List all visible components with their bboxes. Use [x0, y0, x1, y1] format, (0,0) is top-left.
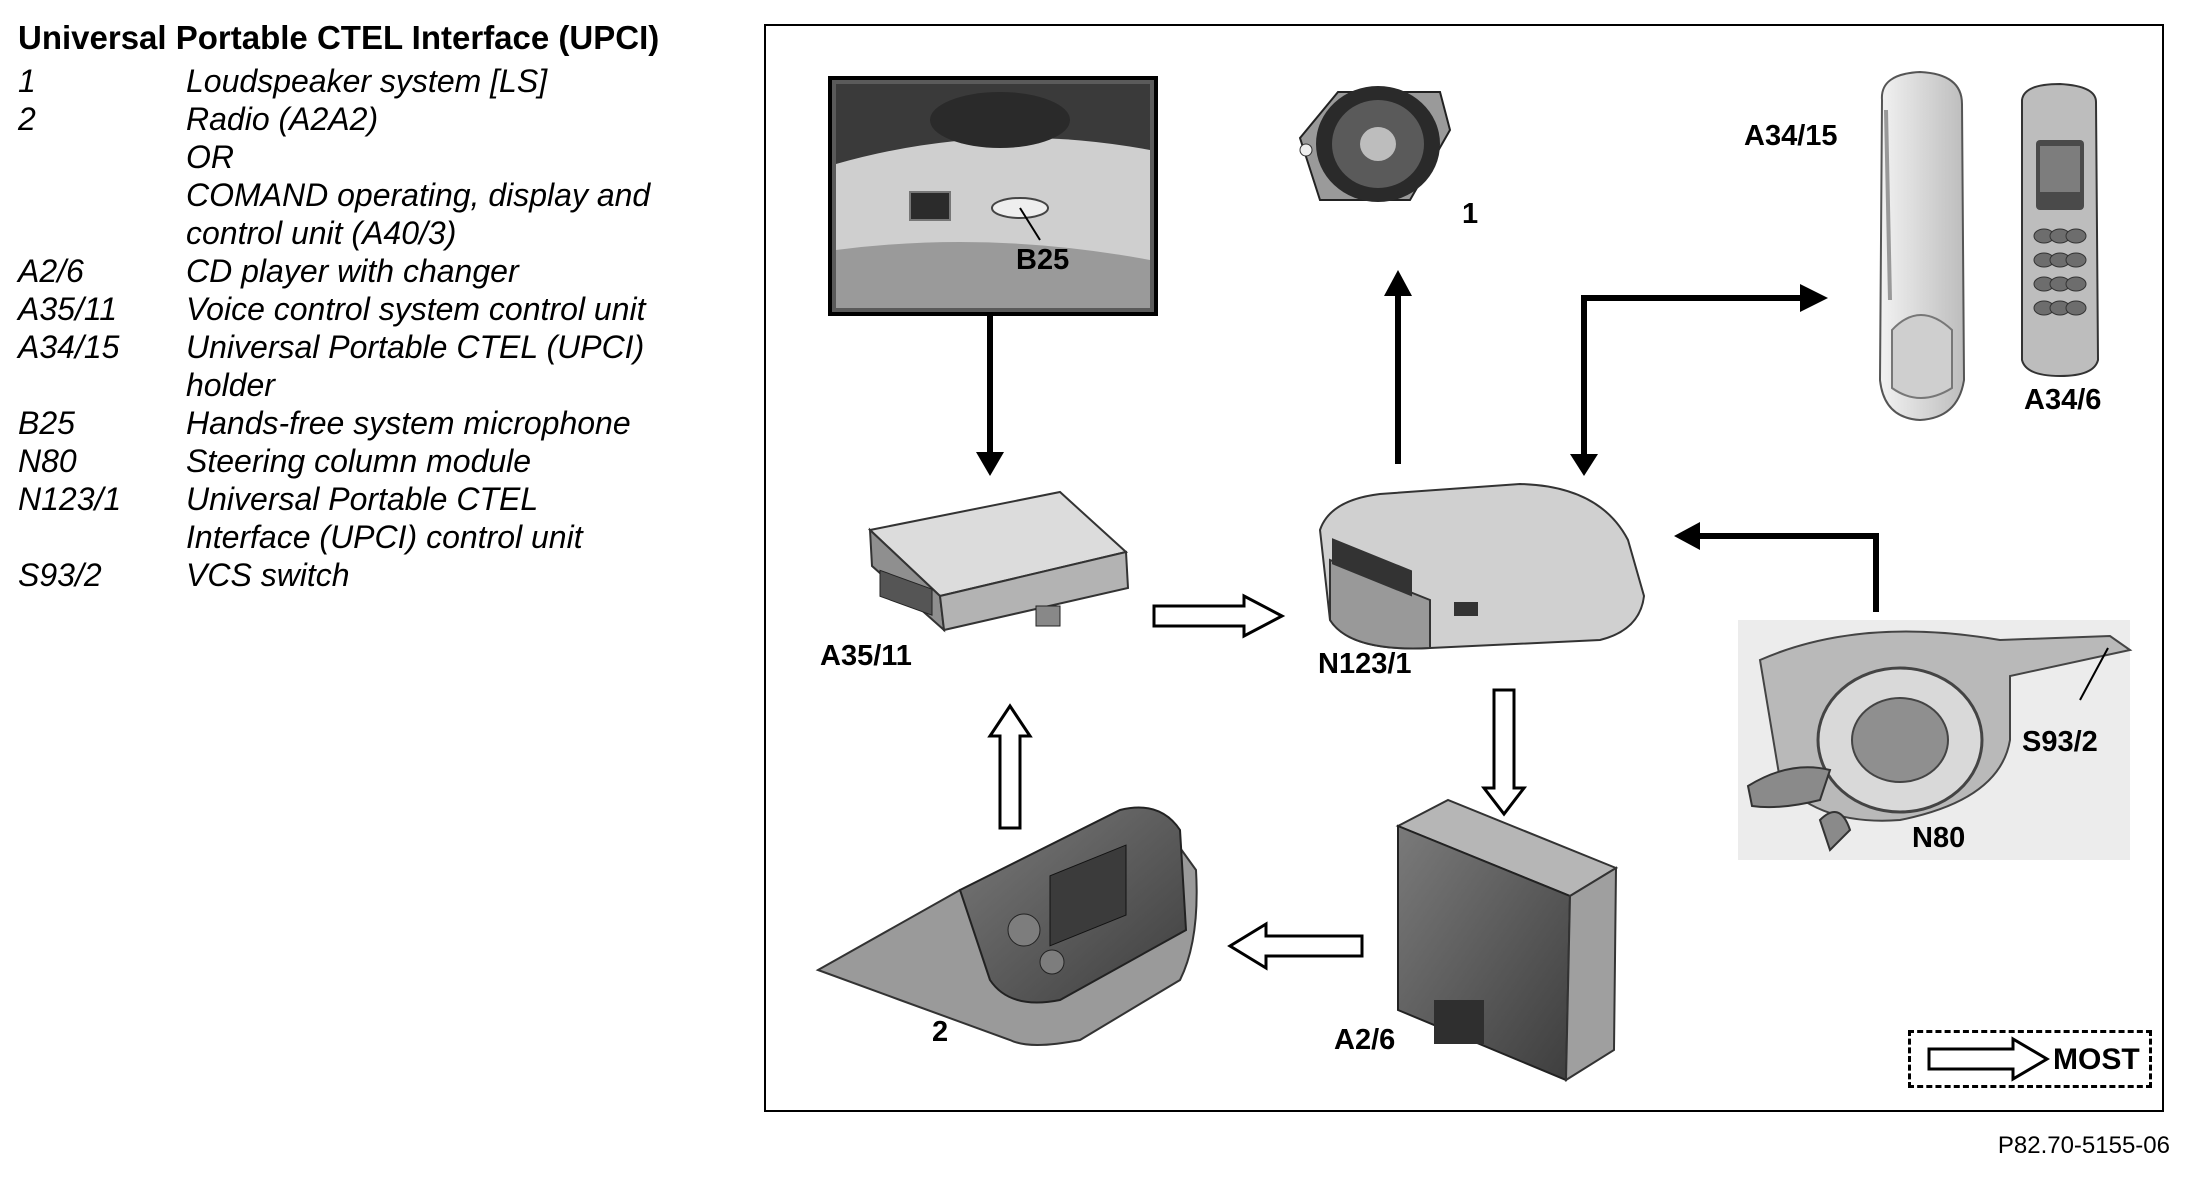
legend-desc-line: Steering column module [186, 443, 532, 479]
steering-column-module-icon [1738, 620, 2133, 860]
legend-desc-line: Hands-free system microphone [186, 405, 631, 441]
legend-desc-line: Loudspeaker system [LS] [186, 63, 548, 99]
legend-code: A35/11 [18, 291, 118, 327]
legend-desc-line: Universal Portable CTEL (UPCI) [186, 329, 645, 365]
legend-desc-line: control unit (A40/3) [186, 215, 457, 251]
legend-desc: Universal Portable CTEL (UPCI) holder [186, 328, 738, 404]
legend-desc: Hands-free system microphone [186, 404, 738, 442]
legend-desc: Steering column module [186, 442, 738, 480]
legend-code: S93/2 [18, 557, 102, 593]
legend-item-2: 2 Radio (A2A2) OR COMAND operating, disp… [18, 100, 738, 252]
most-arrow-a26-to-radio [1227, 921, 1364, 971]
legend-desc: Loudspeaker system [LS] [186, 62, 738, 100]
arrow-n123-to-holder [1581, 295, 1806, 460]
legend-item-a34-15: A34/15 Universal Portable CTEL (UPCI) ho… [18, 328, 738, 404]
most-arrow-n123-to-a26 [1480, 688, 1528, 817]
label-b25: B25 [1016, 244, 1070, 276]
legend-desc-line: Interface (UPCI) control unit [186, 519, 583, 555]
legend-title: Universal Portable CTEL Interface (UPCI) [18, 19, 660, 56]
most-legend-label: MOST [2053, 1043, 2140, 1076]
legend-desc-line: Radio (A2A2) [186, 101, 379, 137]
cd-changer-icon [1395, 798, 1619, 1082]
most-legend: MOST [1908, 1030, 2152, 1088]
legend-desc-line: COMAND operating, display and [186, 177, 651, 213]
arrow-n80-to-n123 [1696, 533, 1879, 612]
microphone-photo [828, 76, 1158, 316]
legend-code: A2/6 [18, 253, 84, 289]
upci-control-unit-icon [1318, 482, 1646, 650]
legend-code: B25 [18, 405, 75, 441]
legend-code: 2 [18, 101, 36, 137]
legend-desc: Universal Portable CTEL Interface (UPCI)… [186, 480, 738, 556]
legend-item-a2-6: A2/6 CD player with changer [18, 252, 738, 290]
arrowhead [1800, 284, 1828, 312]
label-vcs-switch: S93/2 [2022, 726, 2098, 758]
legend-desc-line: Universal Portable CTEL [186, 481, 539, 517]
legend-code: A34/15 [18, 329, 120, 365]
legend-item-s93-2: S93/2 VCS switch [18, 556, 738, 594]
label-phone: A34/6 [2024, 384, 2102, 416]
label-holder: A34/15 [1744, 120, 1838, 152]
legend-item-1: 1 Loudspeaker system [LS] [18, 62, 738, 100]
legend: Universal Portable CTEL Interface (UPCI)… [18, 18, 738, 594]
label-voice-unit: A35/11 [820, 640, 912, 672]
diagram-frame [764, 24, 2164, 1112]
legend-desc: CD player with changer [186, 252, 738, 290]
loudspeaker-icon [1298, 86, 1452, 202]
arrowhead [1674, 522, 1700, 550]
most-arrow-radio-to-a35 [987, 703, 1033, 830]
legend-item-n80: N80 Steering column module [18, 442, 738, 480]
legend-desc: Radio (A2A2) OR COMAND operating, displa… [186, 100, 738, 252]
most-arrows [987, 593, 1528, 971]
legend-item-b25: B25 Hands-free system microphone [18, 404, 738, 442]
arrowhead [976, 452, 1004, 476]
arrowhead [1570, 454, 1598, 476]
legend-desc-line: Voice control system control unit [186, 291, 646, 327]
mobile-phone-icon [2021, 82, 2100, 378]
legend-code: N80 [18, 443, 77, 479]
legend-item-a35-11: A35/11 Voice control system control unit [18, 290, 738, 328]
label-steering-module: N80 [1912, 822, 1966, 854]
legend-code: 1 [18, 63, 36, 99]
figure-id: P82.70-5155-06 [1997, 1132, 2170, 1159]
most-legend-arrow-icon [1927, 1036, 2050, 1082]
legend-item-n123-1: N123/1 Universal Portable CTEL Interface… [18, 480, 738, 556]
radio-unit-icon [815, 806, 1198, 1046]
label-upci-unit: N123/1 [1318, 648, 1412, 680]
legend-desc-line: CD player with changer [186, 253, 519, 289]
most-arrow-a35-to-n123 [1152, 593, 1286, 639]
legend-desc-line: holder [186, 367, 275, 403]
legend-code: N123/1 [18, 481, 122, 517]
label-radio: 2 [932, 1016, 949, 1048]
label-speaker: 1 [1462, 198, 1479, 230]
legend-desc-line: OR [186, 139, 234, 175]
voice-control-unit-icon [867, 490, 1130, 633]
legend-desc: VCS switch [186, 556, 738, 594]
label-cd-changer: A2/6 [1334, 1024, 1396, 1056]
legend-desc: Voice control system control unit [186, 290, 738, 328]
legend-desc-line: VCS switch [186, 557, 350, 593]
phone-holder-icon [1878, 70, 1966, 422]
arrowhead [1384, 270, 1412, 296]
